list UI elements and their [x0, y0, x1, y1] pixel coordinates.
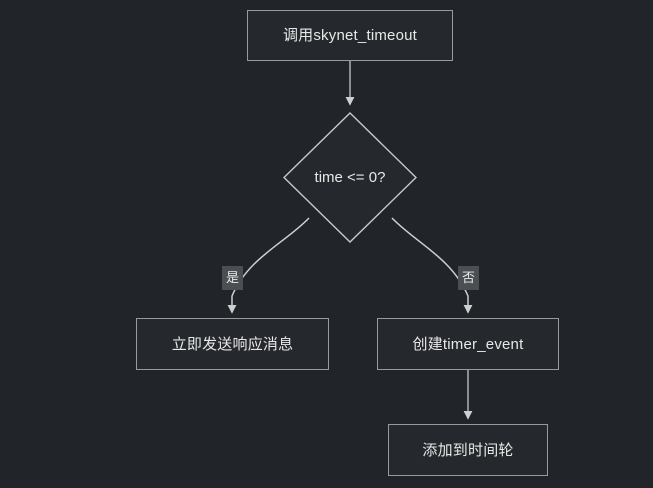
node-add-to-time-wheel[interactable]: 添加到时间轮	[388, 424, 548, 476]
node-start[interactable]: 调用skynet_timeout	[247, 10, 453, 61]
edge-label-yes: 是	[222, 266, 244, 290]
edge-label-no: 否	[458, 266, 480, 290]
node-send-response[interactable]: 立即发送响应消息	[136, 318, 329, 370]
node-decision[interactable]: time <= 0?	[283, 112, 417, 243]
diamond-shape	[283, 112, 417, 243]
node-create-timer-event-label: 创建timer_event	[412, 335, 524, 353]
node-start-label: 调用skynet_timeout	[282, 27, 418, 44]
edge-decision-to-create-no	[391, 217, 473, 314]
node-create-timer-event[interactable]: 创建timer_event	[377, 318, 559, 370]
node-send-response-label: 立即发送响应消息	[171, 335, 294, 353]
edge-decision-to-send-yes	[227, 217, 310, 314]
node-add-to-time-wheel-label: 添加到时间轮	[422, 441, 514, 459]
